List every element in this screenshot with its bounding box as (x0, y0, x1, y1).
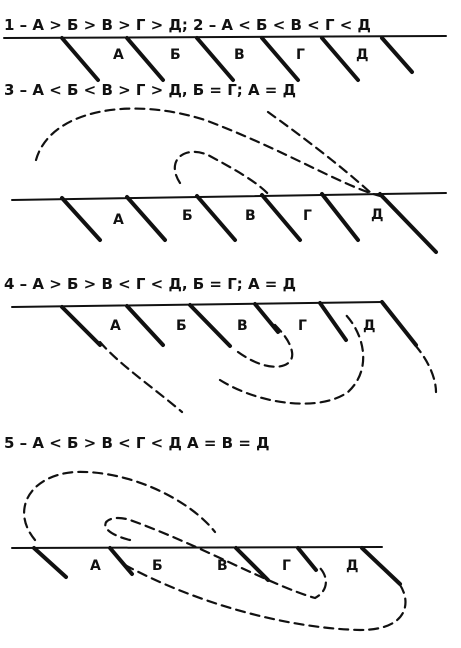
layer-label-g: Г (282, 558, 291, 574)
layer-stroke (125, 195, 167, 242)
layer-stroke (380, 36, 414, 74)
panel-1: А Б В Г Д (3, 35, 447, 82)
layer-stroke (234, 546, 270, 582)
inner-fold-dashed (104, 516, 327, 600)
layer-label-a: А (110, 318, 121, 334)
surface-line (11, 546, 383, 549)
layer-stroke (296, 546, 318, 572)
outer-fold-dashed (23, 470, 217, 542)
right-fold-dashed (413, 343, 438, 394)
layer-label-a: А (113, 47, 124, 63)
layer-label-g: Г (303, 208, 312, 224)
layer-stroke (260, 36, 300, 82)
caption-panel-2: 3 – А < Б < В > Г > Д, Б = Г; А = Д (4, 81, 296, 99)
layer-stroke (318, 301, 348, 342)
layer-stroke (260, 193, 302, 242)
right-fold-dashed (266, 110, 374, 196)
layer-stroke (60, 196, 102, 242)
layer-stroke (320, 36, 360, 82)
layer-label-v: В (237, 318, 248, 334)
layer-stroke (195, 36, 235, 82)
caption-panel-3: 4 – А > Б > В < Г < Д, Б = Г; А = Д (4, 275, 296, 293)
layer-label-v: В (234, 47, 245, 63)
layer-stroke (253, 302, 280, 334)
layer-label-d: Д (356, 47, 368, 63)
lower-fold-dashed (123, 563, 407, 632)
layer-label-v: В (217, 558, 228, 574)
layer-label-g: Г (296, 47, 305, 63)
layer-label-b: Б (182, 208, 193, 224)
surface-line (3, 35, 447, 39)
layer-stroke (320, 192, 360, 242)
layer-label-b: Б (176, 318, 187, 334)
surface-line (11, 301, 383, 308)
layer-stroke (108, 546, 134, 576)
layer-stroke (125, 304, 165, 347)
layer-label-g: Г (298, 318, 307, 334)
layer-stroke (125, 36, 165, 82)
lower-fold-dashed (218, 312, 365, 405)
layer-label-d: Д (346, 558, 358, 574)
inner-fold-dashed (173, 150, 272, 198)
layer-stroke (360, 546, 402, 586)
layer-stroke (188, 303, 232, 348)
outer-fold-dashed (98, 340, 184, 414)
caption-panel-4: 5 – А < Б > В < Г < Д А = В = Д (4, 434, 269, 452)
layer-label-v: В (245, 208, 256, 224)
layer-label-a: А (113, 212, 124, 228)
layer-stroke (60, 305, 102, 347)
layer-label-d: Д (371, 207, 383, 223)
layer-stroke (378, 192, 438, 254)
panel-4: А Б В Г Д (11, 470, 407, 632)
layer-stroke (60, 36, 100, 82)
inner-fold-dashed (236, 320, 294, 368)
caption-panel-1: 1 – А > Б > В > Г > Д; 2 – А < Б < В < Г… (4, 16, 371, 34)
layer-label-b: Б (170, 47, 181, 63)
layer-stroke (380, 300, 418, 347)
surface-line (11, 192, 447, 201)
layer-label-d: Д (363, 318, 375, 334)
layer-stroke (195, 194, 237, 242)
layer-stroke (32, 546, 68, 579)
panel-2: А Б В Г Д (11, 107, 447, 254)
panel-3: А Б В Г Д (11, 300, 438, 414)
layer-label-a: А (90, 558, 101, 574)
outer-fold-dashed (34, 107, 382, 198)
layer-label-b: Б (152, 558, 163, 574)
